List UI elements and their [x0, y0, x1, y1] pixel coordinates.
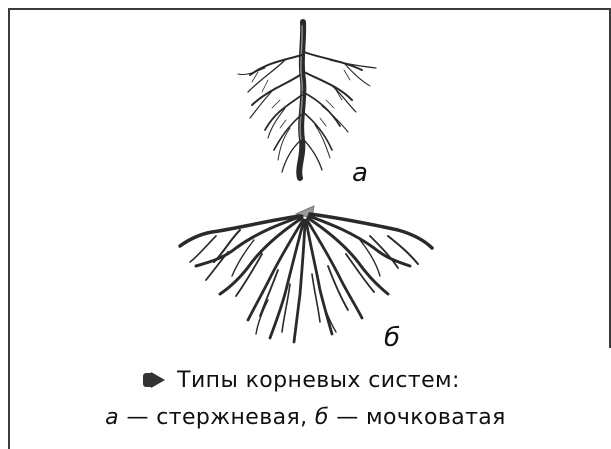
legend-text-b: — мочковатая	[329, 405, 506, 430]
fibrous-label: б	[384, 325, 400, 351]
fibrous-root-system	[180, 206, 432, 342]
legend-letter-b: б	[315, 405, 329, 430]
caption-title-text: Типы корневых систем:	[177, 368, 460, 393]
taproot-label: а	[352, 160, 368, 186]
figure-caption-title: Типы корневых систем:	[0, 368, 611, 393]
figure-caption-legend: а — стержневая, б — мочковатая	[0, 405, 611, 430]
arrow-marker-icon	[151, 372, 165, 388]
root-systems-illustration	[0, 0, 611, 360]
legend-text-a: — стержневая,	[119, 405, 315, 430]
legend-letter-a: а	[105, 405, 119, 430]
taproot-system	[238, 22, 376, 178]
